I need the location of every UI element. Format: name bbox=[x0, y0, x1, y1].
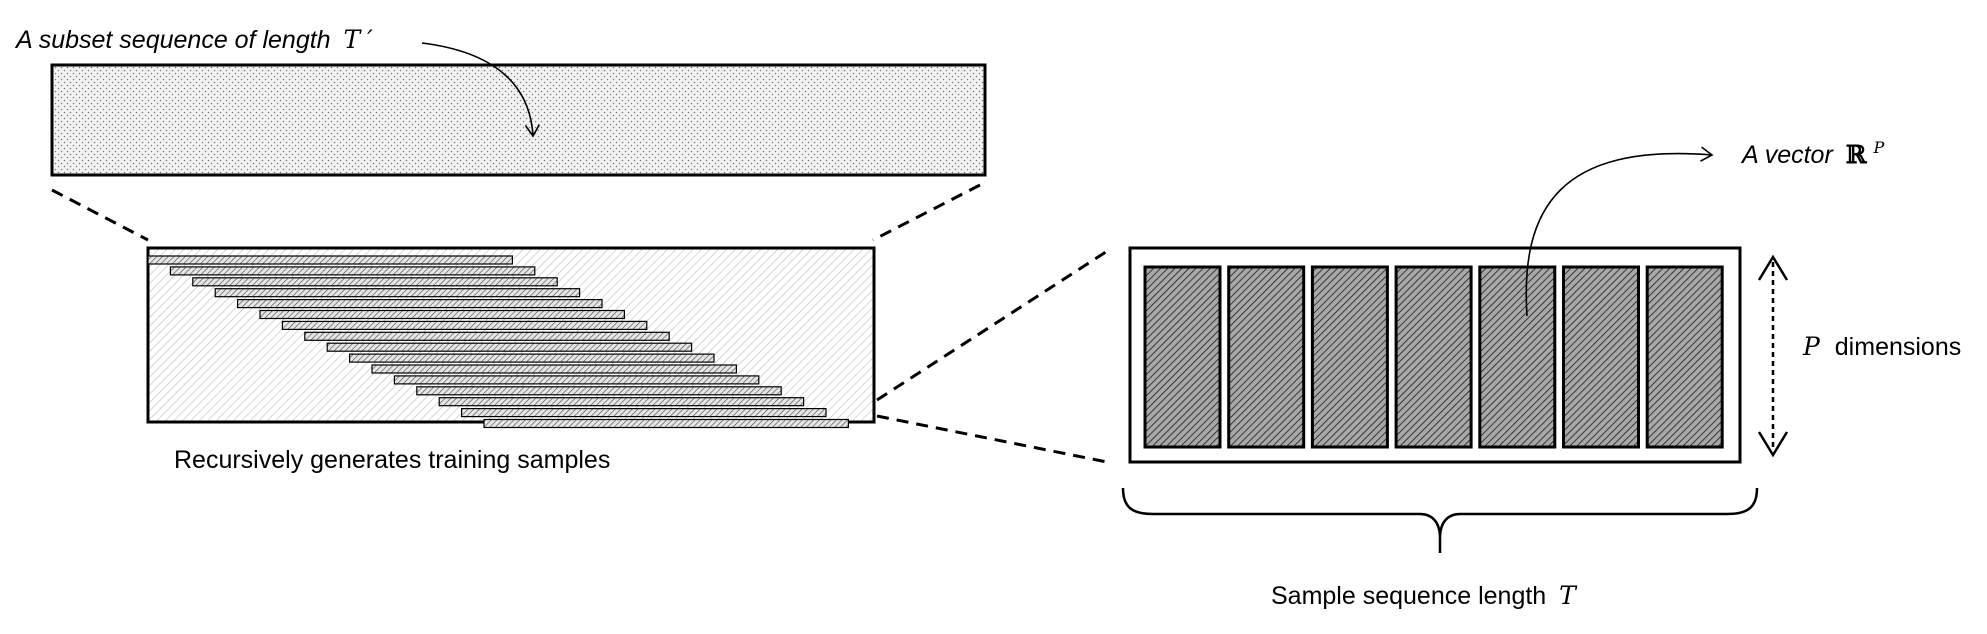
training-sample-strips bbox=[147, 255, 849, 429]
training-sample-strip bbox=[483, 418, 849, 429]
vector-cell bbox=[1143, 265, 1222, 449]
dimensions-label: P dimensions bbox=[1802, 332, 1961, 361]
training-sample-strip bbox=[371, 364, 737, 374]
vector-cell bbox=[1227, 265, 1306, 449]
sample-length-label: Sample sequence length T bbox=[1271, 581, 1578, 610]
vector-cells bbox=[1143, 265, 1724, 449]
training-sample-strip bbox=[281, 320, 648, 330]
training-sample-strip bbox=[461, 408, 827, 418]
training-sample-strip bbox=[259, 309, 625, 320]
dimension-arrowhead-bottom bbox=[1757, 431, 1789, 458]
vector-label: A vector ℝ P bbox=[1740, 138, 1884, 169]
training-sample-strip bbox=[147, 255, 513, 265]
vector-cell bbox=[1562, 265, 1640, 449]
vector-cell bbox=[1478, 265, 1557, 449]
recursive-label: Recursively generates training samples bbox=[174, 446, 610, 474]
vector-cell bbox=[1310, 265, 1389, 449]
training-sample-strip bbox=[416, 386, 782, 396]
training-sample-strip bbox=[214, 288, 581, 298]
sequence-brace bbox=[1121, 487, 1759, 553]
zoom-line-left bbox=[51, 188, 149, 242]
subset-arrow bbox=[421, 42, 541, 138]
zoom-line-upper bbox=[876, 246, 1113, 402]
training-sample-strip bbox=[438, 397, 805, 407]
zoom-line-lower bbox=[876, 414, 1113, 465]
vector-arrow bbox=[1525, 146, 1714, 317]
training-sample-strip bbox=[169, 266, 536, 276]
subset-sequence-bar bbox=[50, 63, 987, 177]
training-sample-strip bbox=[349, 353, 715, 363]
training-sample-strip bbox=[393, 375, 760, 385]
vector-cell bbox=[1394, 265, 1473, 449]
training-sample-strip bbox=[237, 299, 603, 309]
training-sample-strip bbox=[192, 277, 558, 287]
dimension-arrowhead-top bbox=[1757, 254, 1789, 281]
subset-sequence-label: A subset sequence of length T ′ bbox=[14, 25, 373, 54]
zoom-line-right bbox=[872, 183, 981, 242]
training-sample-strip bbox=[326, 342, 693, 352]
training-sample-strip bbox=[304, 331, 670, 341]
vector-cell bbox=[1645, 265, 1724, 449]
